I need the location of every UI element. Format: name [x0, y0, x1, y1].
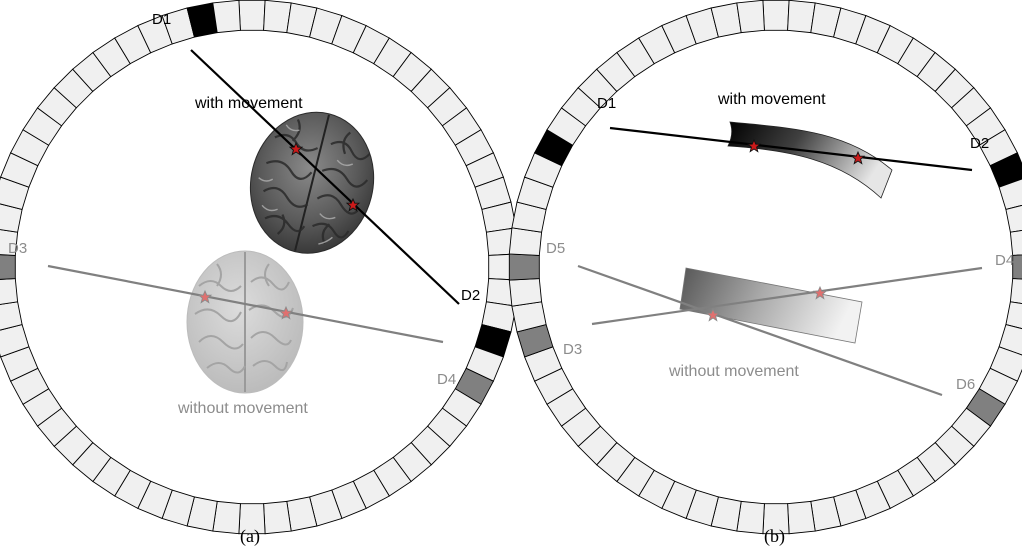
detector-cell — [736, 0, 765, 34]
detector-label-d3-b: D3 — [563, 341, 582, 358]
lor-d3-d4 — [47, 264, 444, 344]
lor-d1-d2-b — [609, 126, 973, 172]
detector-label-d4-b: D4 — [995, 252, 1014, 269]
brain-without-movement-a — [186, 250, 304, 394]
panel-b: with movement without movement D1 D2 D3 … — [508, 0, 1022, 547]
detector-cell — [736, 500, 765, 535]
detector-label-d2-a: D2 — [461, 287, 480, 304]
lor-d3-d4-b — [591, 266, 983, 326]
detector-label-d1-b: D1 — [597, 95, 616, 112]
label-without-movement-b: without movement — [668, 363, 799, 380]
detector-label-d1-a: D1 — [152, 11, 171, 28]
panel-caption-a: (a) — [240, 526, 260, 547]
event-marker — [278, 305, 294, 320]
detector-label-d4-a: D4 — [437, 371, 456, 388]
detector-cell — [762, 0, 790, 31]
detector-cell-d5 — [508, 253, 540, 281]
event-marker — [746, 138, 762, 153]
event-marker — [197, 289, 213, 304]
event-marker — [812, 285, 828, 300]
detector-cell — [263, 500, 292, 535]
detector-cell — [212, 0, 241, 34]
detector-label-d6-b: D6 — [956, 376, 975, 393]
event-marker — [288, 141, 304, 156]
detector-cell — [263, 0, 292, 34]
event-marker — [345, 197, 361, 212]
label-with-movement-b: with movement — [717, 91, 826, 108]
moving-band-b — [727, 121, 893, 199]
detector-label-d5-b: D5 — [546, 240, 565, 257]
detector-label-d2-b: D2 — [970, 135, 989, 152]
detector-cell — [238, 0, 266, 31]
brain-with-movement-a — [249, 111, 375, 254]
lor-d5-d6-b — [577, 264, 943, 397]
detector-cell — [212, 500, 241, 535]
detector-ring-a — [0, 0, 520, 535]
lor-d1-d2 — [190, 49, 460, 305]
detector-cell — [787, 0, 816, 34]
detector-cell — [787, 500, 816, 535]
event-marker — [850, 150, 866, 165]
detector-cell — [0, 278, 19, 305]
detector-cell — [508, 278, 543, 307]
panel-caption-b: (b) — [764, 526, 785, 547]
label-with-movement-a: with movement — [194, 95, 303, 112]
detector-cell — [508, 227, 543, 256]
label-without-movement-a: without movement — [177, 400, 308, 417]
event-marker — [705, 307, 721, 322]
panel-a: with movement without movement D1 D2 D3 … — [0, 0, 520, 547]
detector-ring-b — [508, 0, 1022, 535]
static-rect-b — [679, 267, 863, 344]
detector-label-d3-a: D3 — [8, 240, 27, 257]
detector-cell-d3 — [0, 254, 16, 280]
